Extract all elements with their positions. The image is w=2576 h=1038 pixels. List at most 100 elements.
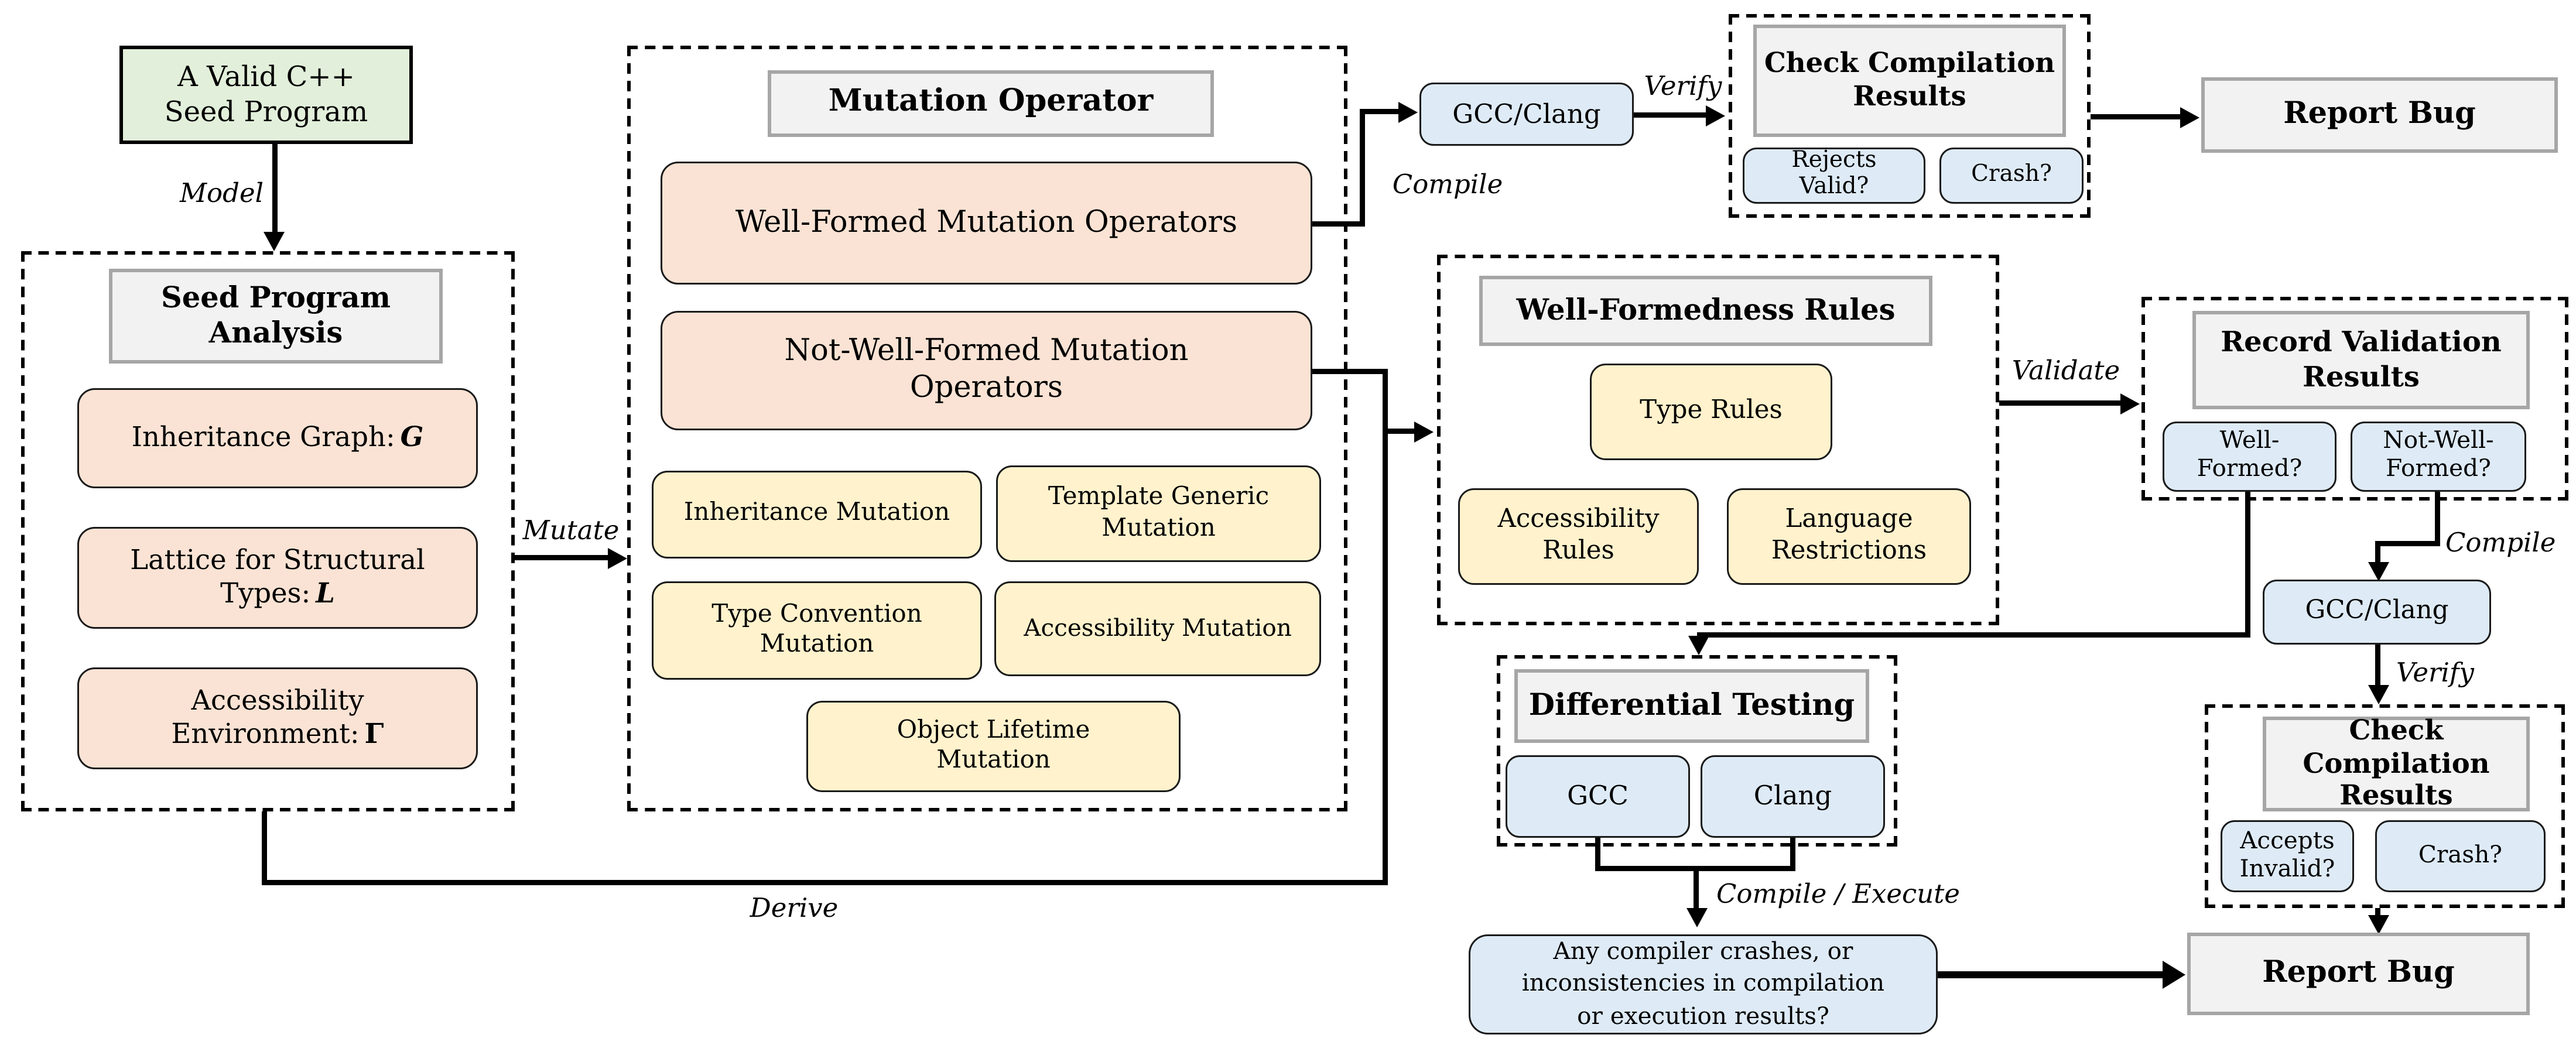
node-accessibility-env-line2: Environment:Γ [171,717,384,752]
node-lattice-line2: Types:L [220,576,335,611]
node-type-convention-mutation: Type Convention Mutation [652,581,982,680]
header-check-compilation-right-line2: Results [2339,779,2453,813]
node-nwf-operators-line2: Operators [909,371,1063,406]
header-check-compilation-right-line1: Check Compilation [2303,712,2490,779]
edge-derive-line-v [262,811,267,885]
edge-label-compile-execute: Compile / Execute [1716,878,1960,910]
edge-label-verify-right: Verify [2396,657,2474,688]
header-differential-testing: Differential Testing [1514,669,1869,743]
accessibility-env-symbol: Γ [364,717,384,750]
node-template-generic-mutation: Template Generic Mutation [996,465,1321,562]
container-seed-program-analysis [21,251,515,811]
edge-label-mutate: Mutate [522,515,620,546]
node-type-convention-mutation-label: Type Convention Mutation [711,600,922,659]
edge-outcome-report-arrowhead [2163,961,2185,989]
edge-label-verify-top: Verify [1644,70,1722,102]
node-valid-cpp-seed-program-line2: Seed Program [164,95,368,128]
edge-report-top-arrowhead [2180,106,2199,128]
edge-nwfq-line-h [2375,541,2440,546]
node-lattice-structural-types: Lattice for Structural Types:L [77,527,478,629]
node-well-formed-mutation-operators: Well-Formed Mutation Operators [661,162,1312,285]
header-differential-testing-label: Differential Testing [1528,687,1855,723]
edge-model-arrowhead [264,232,285,251]
edge-report-right-arrowhead [2367,915,2389,934]
node-object-lifetime-mutation-label: Object Lifetime Mutation [897,716,1090,775]
edge-label-validate: Validate [2011,355,2120,386]
node-type-rules: Type Rules [1590,364,1832,460]
edge-verify-top-line [1634,112,1708,118]
node-accessibility-rules: Accessibility Rules [1458,488,1699,585]
node-valid-cpp-seed-program: A Valid C++ Seed Program [119,46,413,144]
edge-verify-right-line [2375,645,2380,687]
edge-mutate-arrowhead [608,547,627,568]
node-rejects-valid-label: Rejects Valid? [1791,148,1877,200]
node-lattice-line1: Lattice for Structural [130,544,425,577]
node-accepts-invalid-label: Accepts Invalid? [2239,827,2335,883]
node-outcome-line3: or execution results? [1577,1002,1829,1030]
edge-label-model: Model [179,177,264,209]
node-crash-right: Crash? [2375,820,2546,892]
node-language-restrictions: Language Restrictions [1727,488,1971,585]
edge-clang-drop-line [1790,838,1795,871]
node-report-bug-top: Report Bug [2201,77,2558,153]
container-check-compilation-top [1729,14,2091,218]
node-language-restrictions-label: Language Restrictions [1771,505,1927,565]
edge-report-right-line [2375,908,2380,919]
node-accessibility-rules-label: Accessibility Rules [1497,505,1660,565]
edge-merge-line-v [1694,866,1699,910]
edge-nwfq-arrowhead [2367,562,2389,581]
node-valid-cpp-seed-program-line1: A Valid C++ [177,60,355,94]
header-seed-program-analysis-line2: Analysis [208,316,343,350]
node-report-bug-top-label: Report Bug [2283,97,2476,132]
node-rejects-valid: Rejects Valid? [1743,148,1925,204]
node-outcome-line2: inconsistencies in compilation [1521,970,1885,999]
node-gcc-clang-right: GCC/Clang [2263,580,2491,645]
node-not-well-formed-mutation-operators: Not-Well-Formed Mutation Operators [661,311,1312,430]
node-report-bug-right: Report Bug [2187,933,2530,1015]
header-well-formedness-rules-label: Well-Formedness Rules [1516,293,1896,327]
edge-compile-top-line-h1 [1312,221,1365,227]
header-check-compilation-right: Check Compilation Results [2263,712,2530,813]
node-well-formed-q-label: Well-Formed? [2197,427,2303,483]
edge-wf-to-diff-line-h [1697,632,2250,638]
node-well-formed-mutation-operators-label: Well-Formed Mutation Operators [735,204,1238,240]
edge-nwfq-line-v1 [2435,492,2440,546]
inheritance-graph-symbol: G [400,420,424,454]
node-inheritance-mutation-label: Inheritance Mutation [683,499,950,528]
header-check-compilation-top-line1: Check Compilation [1764,46,2055,80]
node-crash-top-label: Crash? [1971,162,2052,189]
edge-compile-top-arrowhead [1398,101,1418,122]
header-mutation-operator-label: Mutation Operator [828,84,1154,120]
node-type-rules-label: Type Rules [1640,396,1783,424]
edge-label-derive: Derive [750,892,839,924]
edge-nwfq-line-v2 [2375,541,2380,566]
node-gcc-clang-right-label: GCC/Clang [2305,596,2449,625]
header-mutation-operator: Mutation Operator [768,70,1214,137]
header-seed-program-analysis: Seed Program Analysis [109,269,443,364]
node-not-well-formed-q: Not-Well-Formed? [2351,422,2526,492]
edge-label-compile-right: Compile [2445,527,2556,559]
node-accepts-invalid: Accepts Invalid? [2221,820,2354,892]
node-accessibility-env-line1: Accessibility [191,685,364,717]
node-report-bug-right-label: Report Bug [2262,955,2455,991]
edge-wf-to-diff-line-v1 [2245,492,2250,638]
node-lattice-line2-text: Types: [220,578,311,609]
edge-wf-to-diff-arrowhead [1688,636,1709,655]
node-gcc-clang-top: GCC/Clang [1419,83,1634,146]
edge-compile-top-line-h2 [1360,109,1400,114]
header-well-formedness-rules: Well-Formedness Rules [1479,276,1932,346]
header-seed-program-analysis-line1: Seed Program [160,280,391,314]
node-gcc: GCC [1506,755,1690,838]
container-record-validation-results [2141,297,2568,501]
edge-compile-top-line-v [1360,109,1365,227]
lattice-symbol: L [316,576,335,609]
edge-merge-arrowhead [1685,908,1707,927]
node-inheritance-graph: Inheritance Graph: G [77,388,478,488]
node-object-lifetime-mutation: Object Lifetime Mutation [806,701,1181,792]
node-inheritance-graph-label: Inheritance Graph: [131,422,395,454]
edge-into-rules-arrowhead [1414,420,1434,442]
edge-mutate-line [515,555,608,560]
edge-validate-arrowhead [2120,392,2140,414]
header-record-validation-results: Record Validation Results [2192,311,2530,409]
